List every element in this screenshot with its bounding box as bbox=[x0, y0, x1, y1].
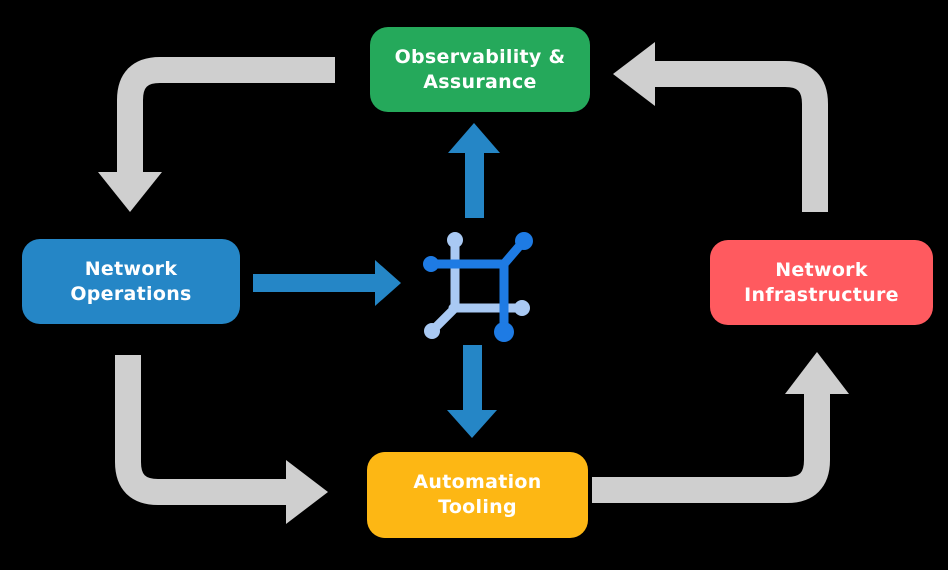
arrowhead-up-icon bbox=[448, 123, 500, 153]
arrow-operations-to-platform bbox=[253, 260, 401, 306]
icon-light-nodes bbox=[424, 232, 530, 339]
node-label-line: Assurance bbox=[423, 70, 537, 93]
node-network-infrastructure: Network Infrastructure bbox=[710, 240, 933, 325]
node-label-line: Infrastructure bbox=[744, 283, 899, 306]
node-label-line: Observability & bbox=[394, 45, 566, 68]
arrowhead-down-icon bbox=[447, 410, 497, 438]
arrowhead-right-icon bbox=[286, 460, 328, 524]
node-observability-assurance: Observability & Assurance bbox=[370, 27, 590, 112]
arrowhead-down-icon bbox=[98, 172, 162, 212]
arrow-infrastructure-to-observability bbox=[613, 42, 828, 212]
arrow-observability-to-operations bbox=[98, 57, 335, 212]
icon-dark-nodes bbox=[423, 232, 533, 342]
node-label-line: Tooling bbox=[438, 496, 517, 518]
arrow-operations-to-automation bbox=[115, 355, 328, 524]
arrow-automation-to-infrastructure bbox=[592, 352, 849, 503]
arrow-platform-to-automation bbox=[447, 345, 497, 438]
arrowhead-right-icon bbox=[375, 260, 401, 306]
node-label-line: Automation bbox=[413, 471, 542, 494]
arrow-platform-to-observability bbox=[448, 123, 500, 218]
node-label-line: Network bbox=[775, 258, 868, 281]
arrowhead-up-icon bbox=[785, 352, 849, 394]
node-automation-tooling: Automation Tooling bbox=[367, 452, 588, 538]
node-network-operations: Network Operations bbox=[22, 239, 240, 324]
node-label-line: Network bbox=[84, 257, 178, 280]
arrowhead-left-icon bbox=[613, 42, 655, 106]
network-automation-icon bbox=[423, 232, 533, 342]
node-label-line: Operations bbox=[70, 282, 192, 305]
